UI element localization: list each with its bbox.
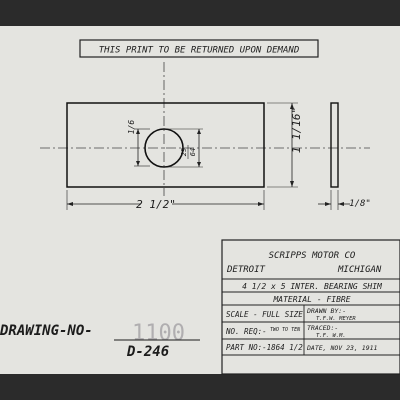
thickness-arrow-right (338, 202, 344, 206)
length-label-bg (140, 196, 172, 210)
height-label: 1 1/16" (290, 107, 303, 153)
shim-plate-outline (66, 102, 265, 188)
no-req-value: TWO TO TEN (270, 327, 301, 333)
part-name: 4 1/2 x 5 INTER. BEARING SHIM (242, 282, 383, 291)
drawn-by-label: DRAWN BY:- (306, 307, 346, 315)
thickness-label: 1/8" (349, 199, 371, 209)
material: MATERIAL - FIBRE (272, 295, 350, 304)
drawing-number-label: DRAWING-NO- (0, 323, 93, 339)
hole-dia-arrow-bottom (197, 162, 201, 167)
length-arrow-right (258, 202, 264, 206)
part-number: PART NO:-1864 1/2 (226, 343, 303, 352)
drawn-by-value: T.F.W. MEYER (316, 316, 356, 322)
height-arrow-bottom (290, 181, 294, 187)
no-req-label: NO. REQ:- (225, 327, 267, 336)
drawing-number-value: D-246 (126, 344, 169, 360)
notice-box (79, 39, 319, 58)
shim-edge-view (330, 102, 339, 188)
hole-offset-arrow-top (136, 129, 140, 134)
hole-offset-label: 1/6 (127, 120, 136, 135)
traced-label: TRACED:- (307, 324, 338, 332)
drawing-date: DATE, NOV 23, 1911 (306, 344, 378, 352)
thickness-arrow-left (325, 202, 331, 206)
scale: SCALE - FULL SIZE (226, 310, 303, 319)
title-block: SCRIPPS MOTOR CO DETROIT MICHIGAN 4 1/2 … (221, 239, 400, 375)
hole-dia-denominator: 64 (189, 148, 197, 156)
drawing-number-struck: 1100 (132, 321, 185, 346)
notice-text: THIS PRINT TO BE RETURNED UPON DEMAND (99, 46, 299, 56)
hole-dia-label: 29 64 (180, 145, 197, 159)
company-state: MICHIGAN (337, 265, 382, 275)
hole-dia-numerator: 29 (180, 148, 188, 156)
company-city: DETROIT (226, 265, 266, 275)
height-arrow-top (290, 103, 294, 109)
center-hole (144, 128, 184, 168)
title-block-frame (221, 239, 400, 375)
traced-value: T.F. W.M. (316, 333, 346, 339)
hole-offset-arrow-bottom (136, 161, 140, 166)
company-name: SCRIPPS MOTOR CO (269, 251, 356, 261)
drawing-paper (0, 26, 400, 374)
length-arrow-left (67, 202, 73, 206)
hole-dia-arrow-top (197, 129, 201, 134)
length-label: 2 1/2" (136, 198, 176, 211)
